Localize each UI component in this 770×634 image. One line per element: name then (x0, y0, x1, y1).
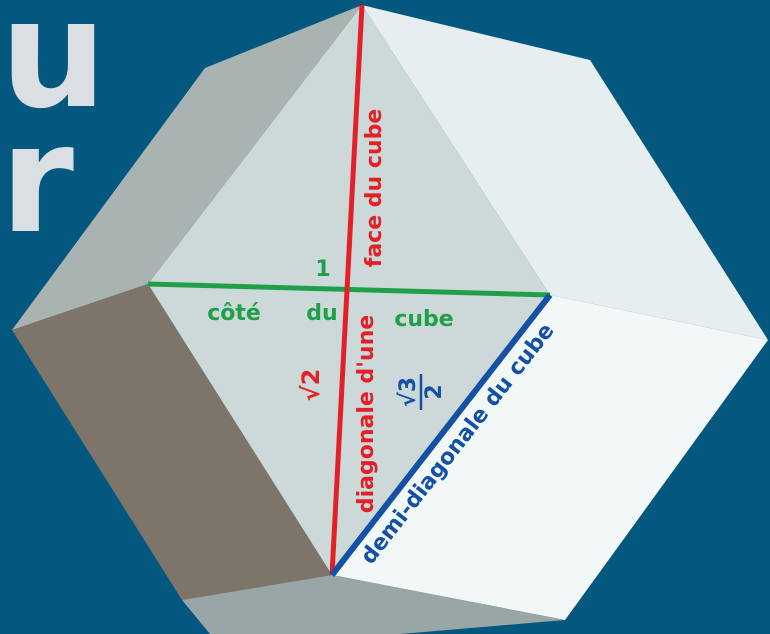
left-dark-face (12, 284, 332, 600)
green-label-1: 1 (315, 257, 330, 282)
sqrt2-label: √2 (297, 369, 325, 402)
red-diagonal-line (329, 4, 365, 576)
top-right-face (362, 5, 768, 340)
red-label-diagonale: diagonale d'une (354, 315, 379, 513)
green-label-du: du (306, 301, 337, 326)
right-face (332, 295, 768, 620)
red-label-face-du-cube: face du cube (362, 109, 387, 267)
background-letter-r: r (0, 93, 74, 267)
bottom-face (182, 575, 565, 634)
background-letter-u: u (0, 0, 107, 142)
top-left-face (12, 5, 362, 330)
fraction-numerator: √3 (396, 377, 421, 407)
fraction-denominator: 2 (422, 384, 447, 399)
blue-half-diagonal-line (329, 293, 553, 577)
green-label-cote: côté (207, 301, 261, 326)
sqrt3-over-2-fraction: √3 2 (396, 374, 447, 410)
green-label-cube: cube (394, 307, 453, 332)
